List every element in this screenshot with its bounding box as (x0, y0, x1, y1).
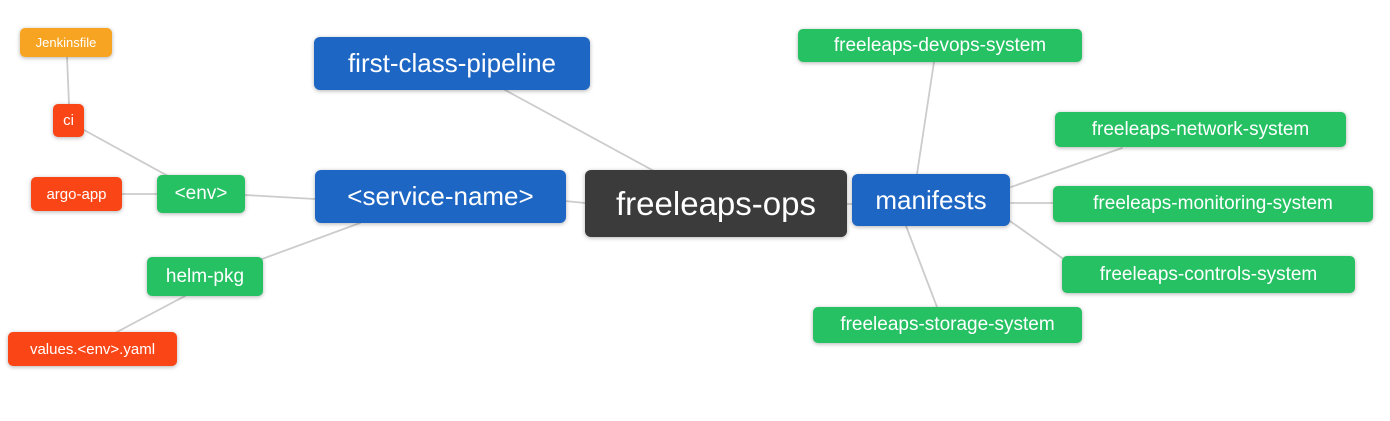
edge-env-service-name (244, 194, 316, 200)
node-env[interactable]: <env> (157, 175, 245, 213)
edge-pipeline-root (504, 89, 655, 172)
edge-helm-pkg-values (114, 295, 186, 334)
node-manifests[interactable]: manifests (852, 174, 1010, 226)
node-network-system[interactable]: freeleaps-network-system (1055, 112, 1346, 147)
edge-manifests-controls (1009, 220, 1063, 259)
node-service-name[interactable]: <service-name> (315, 170, 566, 223)
edge-manifests-devops (916, 61, 935, 175)
node-controls-system[interactable]: freeleaps-controls-system (1062, 256, 1355, 293)
node-helm-pkg[interactable]: helm-pkg (147, 257, 263, 296)
node-argo-app[interactable]: argo-app (31, 177, 122, 211)
node-freeleaps-ops[interactable]: freeleaps-ops (585, 170, 847, 237)
edge-manifests-network (1010, 147, 1123, 188)
node-monitoring-system[interactable]: freeleaps-monitoring-system (1053, 186, 1373, 222)
edge-service-name-root (564, 200, 586, 204)
node-values-env-yaml[interactable]: values.<env>.yaml (8, 332, 177, 366)
node-first-class-pipeline[interactable]: first-class-pipeline (314, 37, 590, 90)
node-ci[interactable]: ci (53, 104, 84, 137)
edge-service-name-helm-pkg (261, 222, 361, 260)
edge-manifests-storage (905, 225, 938, 308)
node-storage-system[interactable]: freeleaps-storage-system (813, 307, 1082, 343)
node-devops-system[interactable]: freeleaps-devops-system (798, 29, 1082, 62)
edge-jenkinsfile-ci (66, 56, 70, 105)
edge-ci-env (83, 129, 169, 177)
node-jenkinsfile[interactable]: Jenkinsfile (20, 28, 112, 57)
